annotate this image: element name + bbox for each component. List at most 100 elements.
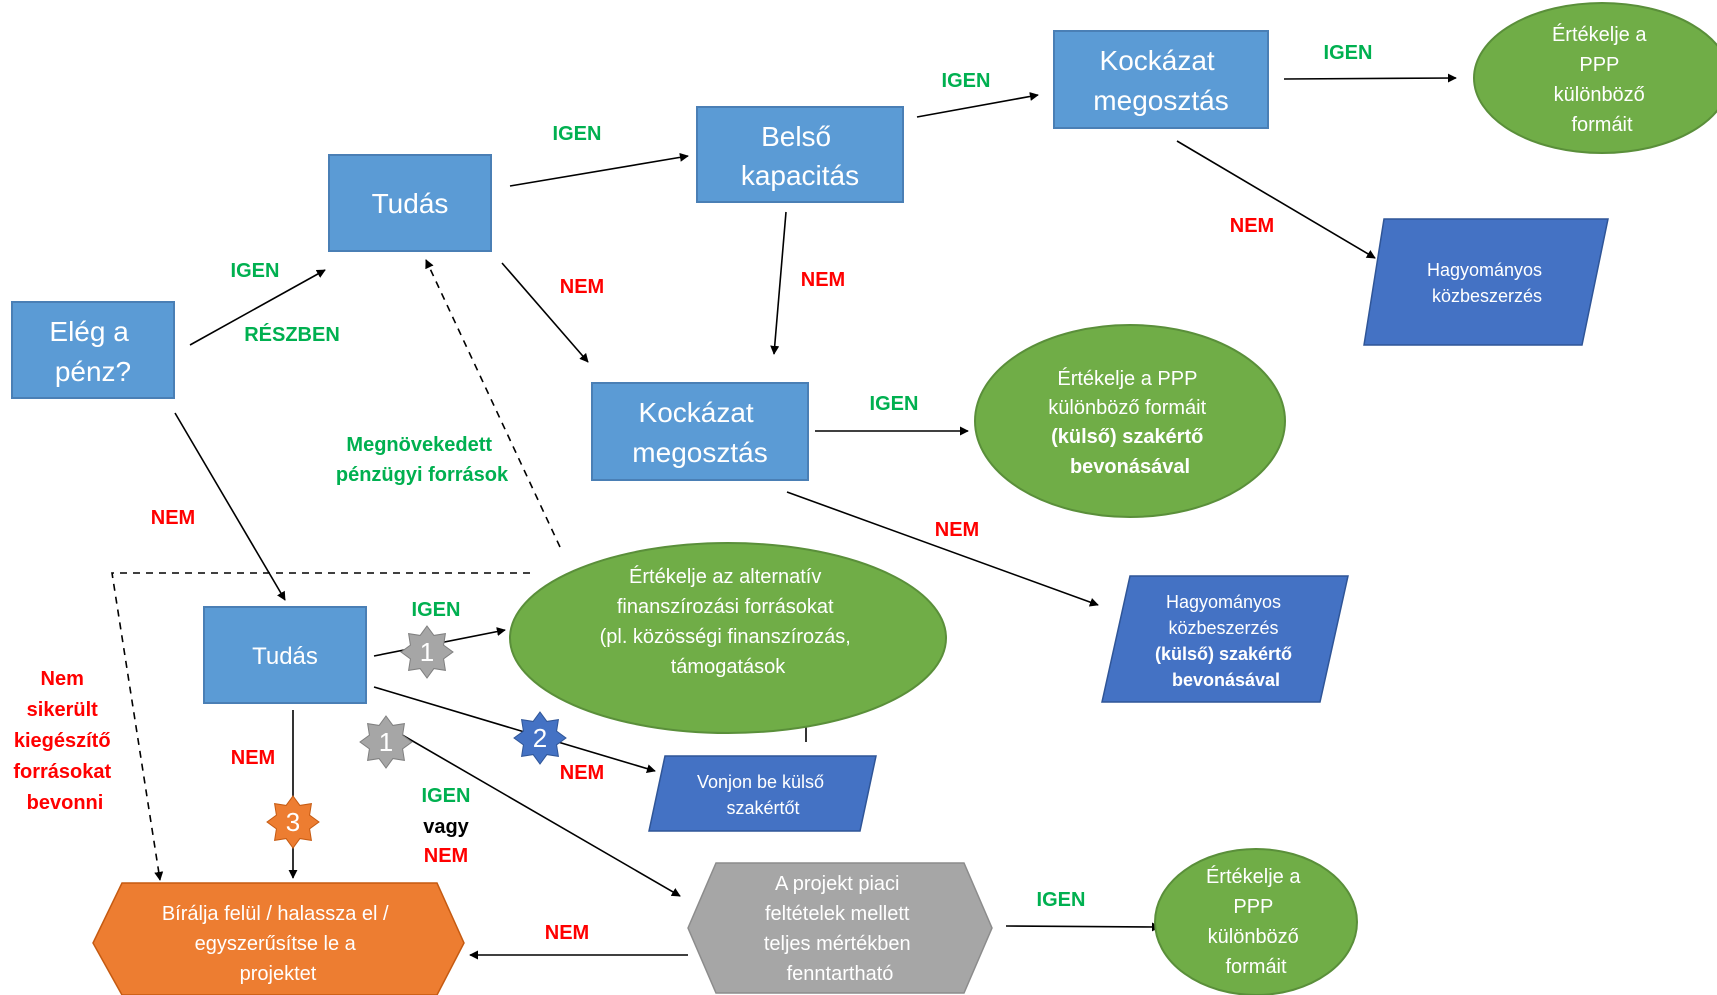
badge-star-3: 3	[266, 795, 320, 849]
svg-text:Tudás: Tudás	[372, 188, 449, 219]
label-igen-eleg: IGEN	[231, 260, 280, 282]
tudas-low-label: Tudás	[252, 643, 318, 670]
dashed-arrow-alt-to-birald	[111, 572, 530, 881]
eleg-line-2: pénz?	[55, 356, 131, 387]
svg-text:Tudás: Tudás	[252, 643, 318, 670]
label-igen-tudas-low: IGEN	[412, 599, 461, 621]
kock-mid-line-2: megosztás	[632, 437, 767, 468]
decision-box-belso: Belső kapacitás	[696, 106, 904, 203]
process-para-hagy-mid: Hagyományos közbeszerzés (külső) szakért…	[1101, 575, 1349, 703]
label-nem-tudas-low-down: NEM	[231, 747, 275, 769]
svg-text:Értékelje a PPP kü: Értékelje a PPP különböző formáit	[1206, 865, 1306, 978]
hagy-mid-line-2: közbeszerzés	[1168, 618, 1278, 638]
nem-sikerult-line-2: sikerült	[27, 699, 98, 721]
outcome-ellipse-ppp-low: Értékelje a PPP különböző formáit	[1154, 848, 1358, 995]
piaci-line-4: fenntartható	[787, 963, 894, 985]
process-para-vonjon: Vonjon be külső szakértőt	[648, 755, 877, 832]
arrow-tudas-low-to-piaci	[384, 724, 681, 897]
ppp-top-line-3: különböző	[1554, 84, 1645, 106]
label-igen-vagy-nem: NEM	[424, 845, 468, 867]
label-igen-vagy-vagy: vagy	[423, 816, 469, 838]
hagy-mid-line-4: bevonásával	[1172, 670, 1280, 690]
svg-text:Hagyományos közbeszerzés: Hagyományos közbeszerzés	[1427, 260, 1547, 306]
belso-line-2: kapacitás	[741, 160, 859, 191]
eleg-line-1: Elég a	[49, 316, 129, 347]
nem-sikerult-line-4: forrásokat	[13, 761, 111, 783]
arrow-tudas-low-to-vonjon	[373, 686, 656, 773]
ppp-mid-line-4: bevonásával	[1070, 456, 1190, 478]
alt-line-4: támogatások	[671, 656, 787, 678]
decision-box-eleg: Elég a pénz?	[11, 301, 175, 399]
arrow-belso-to-kock-mid	[770, 211, 787, 355]
hagy-mid-line-1: Hagyományos	[1166, 592, 1281, 612]
piaci-line-2: feltételek mellett	[765, 903, 910, 925]
label-igen-piaci: IGEN	[1037, 889, 1086, 911]
vonjon-line-2: szakértőt	[726, 798, 799, 818]
decision-box-tudas-low: Tudás	[203, 606, 367, 704]
badge-star-1-bottom: 1	[359, 715, 413, 769]
decision-box-tudas-top: Tudás	[328, 154, 492, 252]
birald-line-2: egyszerűsítse le a	[195, 933, 357, 955]
badge-2-number: 2	[533, 723, 547, 753]
badge-star-2: 2	[513, 711, 567, 765]
svg-text:Értékelje a PPP különböz: Értékelje a PPP különböző formáit (külső…	[1048, 367, 1211, 478]
label-igen-kock-top: IGEN	[1324, 42, 1373, 64]
label-igen-vagy-igen: IGEN	[422, 785, 471, 807]
alt-line-3: (pl. közösségi finanszírozás,	[600, 626, 851, 648]
arrow-belso-to-kock-top	[916, 92, 1039, 118]
decision-box-kock-top: Kockázat megosztás	[1053, 30, 1269, 129]
vonjon-line-1: Vonjon be külső	[697, 772, 824, 792]
alt-line-1: Értékelje az alternatív	[629, 565, 821, 588]
nem-sikerult-line-1: Nem	[41, 668, 84, 690]
tudas-top-label: Tudás	[372, 188, 449, 219]
label-nem-piaci: NEM	[545, 922, 589, 944]
badge-1-bottom-number: 1	[379, 727, 393, 757]
belso-line-1: Belső	[761, 121, 831, 152]
svg-text:Bírálja felül / halassza el /: Bírálja felül / halassza el / egyszerűsí…	[162, 903, 394, 985]
label-megnovekedett: Megnövekedett pénzügyi források	[336, 434, 509, 486]
decision-box-kock-mid: Kockázat megosztás	[591, 382, 809, 481]
badge-1-top-number: 1	[420, 637, 434, 667]
dashed-arrow-alt-to-tudas-top	[425, 259, 561, 548]
megnov-line-2: pénzügyi források	[336, 464, 509, 486]
hagy-top-line-1: Hagyományos	[1427, 260, 1542, 280]
ppp-low-line-1: Értékelje a	[1206, 865, 1301, 888]
arrow-eleg-to-tudas-low	[174, 412, 286, 601]
arrow-kock-top-to-hagy-top	[1176, 140, 1376, 259]
svg-text:Vonjon be külső szakértő: Vonjon be külső szakértőt	[697, 772, 829, 818]
nem-sikerult-line-3: kiegészítő	[14, 730, 111, 752]
svg-text:Kockázat megosztás: Kockázat megosztás	[1093, 45, 1228, 116]
hagy-mid-line-3: (külső) szakértő	[1155, 644, 1292, 664]
label-nem-belso: NEM	[801, 269, 845, 291]
label-nem-tudas-low-right: NEM	[560, 762, 604, 784]
label-nem-sikerult: Nem sikerült kiegészítő forrásokat bevon…	[13, 668, 116, 814]
label-nem-kock-mid: NEM	[935, 519, 979, 541]
badge-3-number: 3	[286, 807, 300, 837]
ppp-top-line-1: Értékelje a	[1552, 23, 1647, 46]
svg-text:Hagyományos közbeszerzés: Hagyományos közbeszerzés (külső) szakért…	[1155, 592, 1297, 690]
ppp-low-line-3: különböző	[1208, 926, 1299, 948]
svg-text:Kockázat megosztás: Kockázat megosztás	[632, 397, 767, 468]
arrow-piaci-to-ppp-low	[1005, 922, 1161, 932]
nem-sikerult-line-5: bevonni	[27, 792, 104, 814]
svg-text:Belső kapacitás: Belső kapacitás	[741, 121, 859, 191]
arrow-kock-mid-to-hagy-mid	[786, 491, 1099, 607]
label-reszben: RÉSZBEN	[244, 323, 340, 346]
birald-line-3: projektet	[240, 963, 317, 985]
birald-line-1: Bírálja felül / halassza el /	[162, 903, 389, 925]
label-igen-kock-mid: IGEN	[870, 393, 919, 415]
piaci-line-3: teljes mértékben	[764, 933, 911, 955]
svg-text:A projekt piaci feltétel: A projekt piaci feltételek mellett telje…	[764, 873, 916, 985]
label-igen-belso: IGEN	[942, 70, 991, 92]
label-nem-eleg: NEM	[151, 507, 195, 529]
outcome-ellipse-alt: Értékelje az alternatív finanszírozási f…	[509, 542, 947, 734]
alt-line-2: finanszírozási forrásokat	[617, 596, 834, 618]
outcome-ellipse-ppp-mid: Értékelje a PPP különböző formáit (külső…	[974, 324, 1286, 518]
ppp-top-line-4: formáit	[1571, 114, 1633, 136]
svg-text:Elég a pénz?: Elég a pénz?	[49, 316, 136, 387]
ppp-mid-line-3: (külső) szakértő	[1051, 426, 1203, 448]
svg-text:Értékelje az alternatív: Értékelje az alternatív finanszírozási f…	[600, 565, 857, 678]
arrow-tudas-top-to-belso	[509, 152, 689, 187]
ppp-mid-line-2: különböző formáit	[1048, 397, 1206, 419]
